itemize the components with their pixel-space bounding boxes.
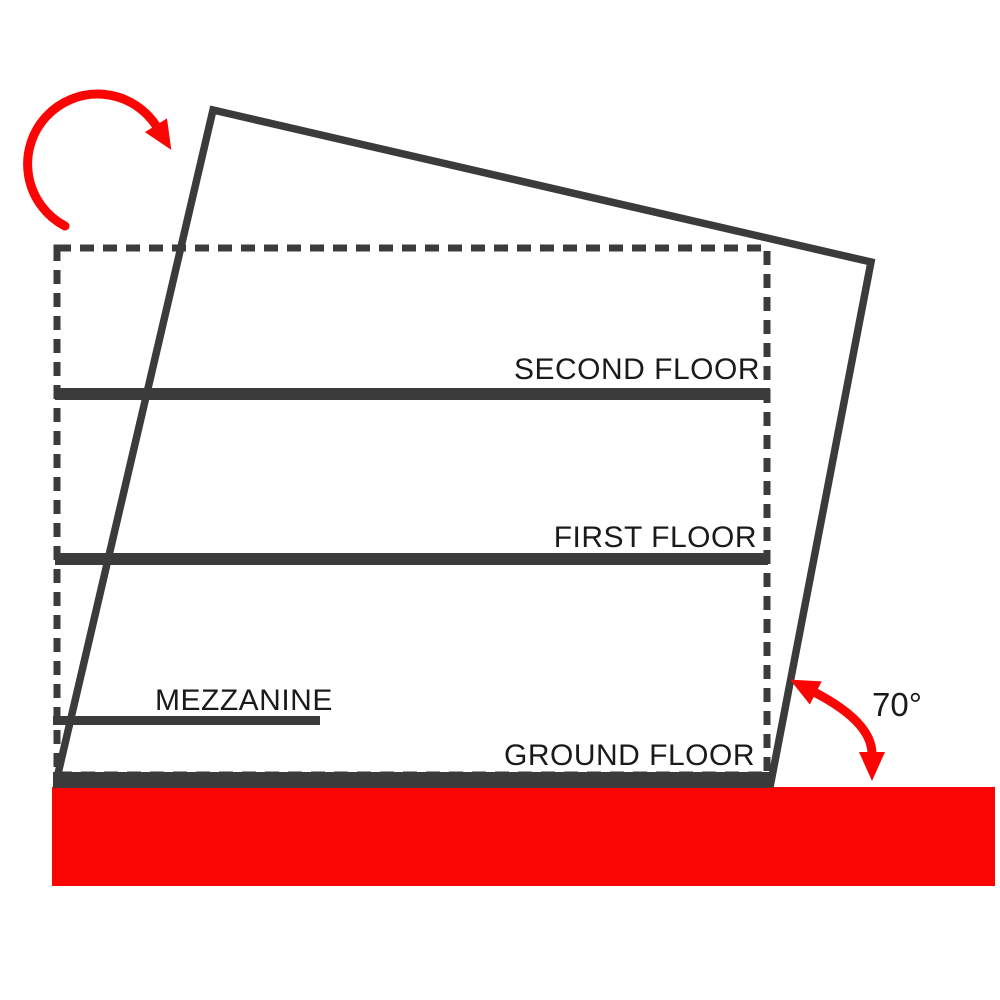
rotation-arrow-icon [23, 89, 172, 231]
tilted-building-outline [53, 105, 876, 788]
mezzanine-label: MEZZANINE [155, 684, 333, 717]
ground-strip [52, 787, 995, 886]
first-floor-slab [55, 553, 768, 565]
second-floor-slab [55, 388, 770, 400]
ground-floor-slab [53, 772, 770, 788]
angle-value-label: 70° [872, 686, 922, 723]
second-floor-label: SECOND FLOOR [514, 353, 760, 386]
first-floor-label: FIRST FLOOR [554, 521, 757, 554]
angle-arrow-icon [790, 679, 885, 781]
mezzanine-slab [53, 716, 320, 725]
ground-floor-label: GROUND FLOOR [504, 739, 755, 772]
